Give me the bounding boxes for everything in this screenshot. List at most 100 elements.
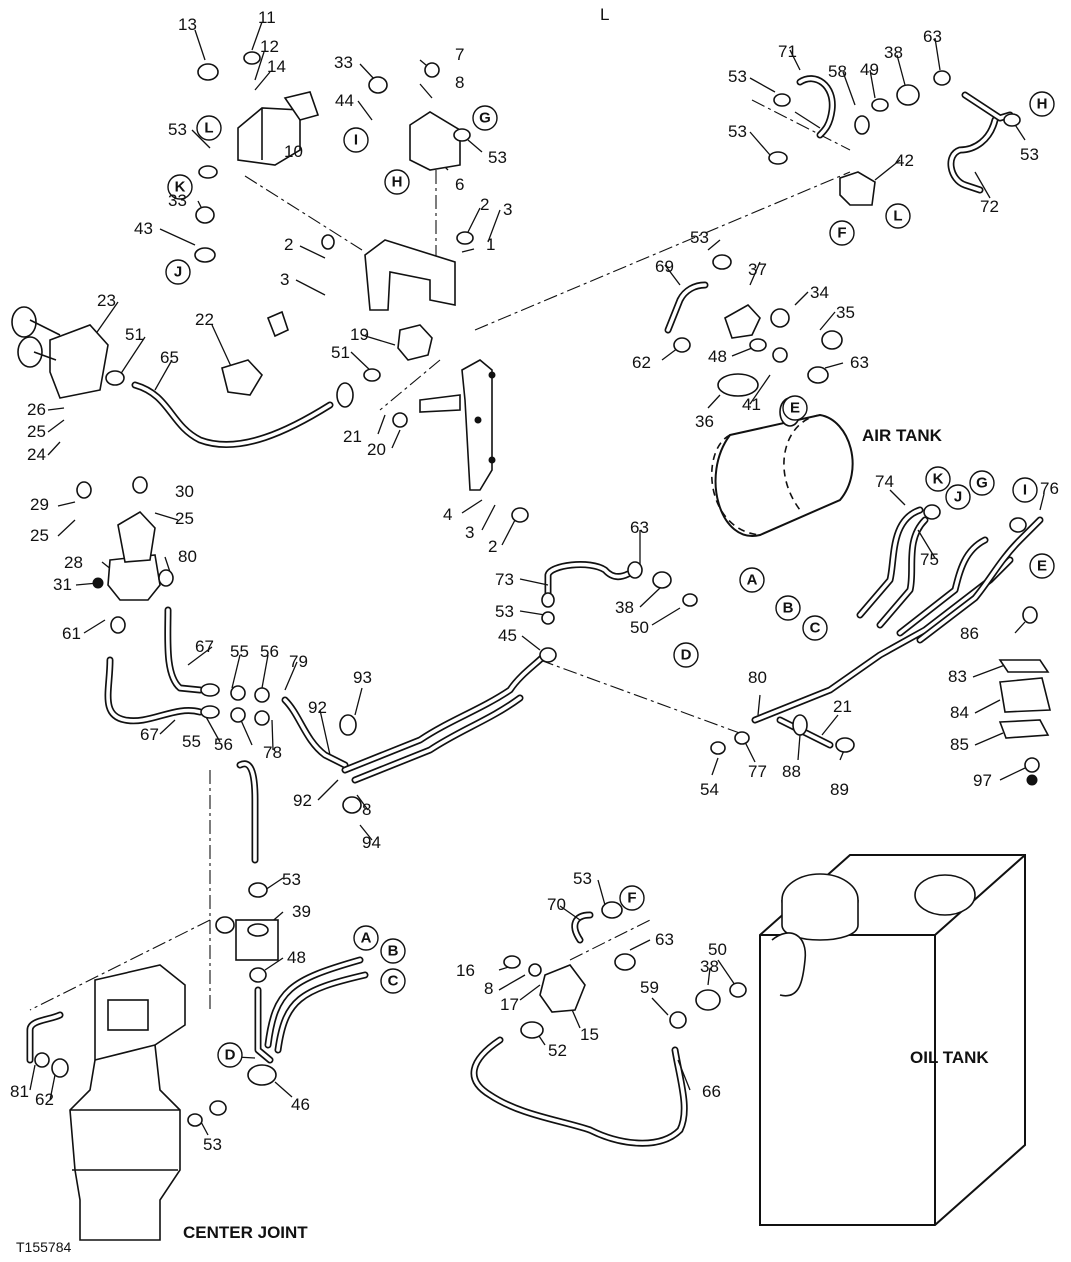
part-number: 22: [195, 310, 214, 329]
callout-b-air-tank-line: B: [775, 595, 801, 621]
part-number: 53: [728, 122, 747, 141]
callout-g-top: G: [472, 105, 498, 131]
part-number: 10: [284, 142, 303, 161]
part-number: 1: [486, 235, 495, 254]
part-number: 94: [362, 833, 381, 852]
callout-h-right: H: [1029, 91, 1055, 117]
part-number: 25: [30, 526, 49, 545]
part-number: 28: [64, 553, 83, 572]
svg-text:I: I: [354, 132, 358, 149]
part-number: 33: [168, 191, 187, 210]
svg-text:H: H: [1037, 96, 1048, 113]
part-number: 92: [293, 791, 312, 810]
part-number: 13: [178, 15, 197, 34]
part-number: 3: [280, 270, 289, 289]
valve-28: [107, 510, 161, 601]
part-number: 51: [331, 343, 350, 362]
callout-h-top: H: [384, 169, 410, 195]
callout-j-right: J: [945, 484, 971, 510]
part-number: 93: [353, 668, 372, 687]
part-number: 67: [140, 725, 159, 744]
part-number: 48: [708, 347, 727, 366]
part-number: 78: [263, 743, 282, 762]
part-number: 25: [27, 422, 46, 441]
part-number: 83: [948, 667, 967, 686]
part-number: 2: [284, 235, 293, 254]
part-number: 59: [640, 978, 659, 997]
air-tank: [710, 397, 854, 537]
part-number: 19: [350, 325, 369, 344]
part-number: 97: [973, 771, 992, 790]
part-number: 51: [125, 325, 144, 344]
part-number: 55: [182, 732, 201, 751]
part-number: 56: [214, 735, 233, 754]
callouts-layer: A B C D E E F F G G H H I I J J K K L L …: [165, 91, 1055, 1068]
part-number: 17: [500, 995, 519, 1014]
part-number: 53: [203, 1135, 222, 1154]
svg-text:E: E: [1037, 558, 1047, 575]
part-number: 41: [742, 395, 761, 414]
part-number: 75: [920, 550, 939, 569]
part-number: 24: [27, 445, 46, 464]
svg-text:J: J: [954, 489, 962, 506]
part-number: 56: [260, 642, 279, 661]
part-number: 79: [289, 652, 308, 671]
callout-d-air-line: D: [673, 642, 699, 668]
callout-b-lower: B: [380, 938, 406, 964]
callout-c-air-tank-line: C: [802, 615, 828, 641]
pipe-lines: [26, 75, 1044, 1147]
part-number: 36: [695, 412, 714, 431]
fittings: [34, 51, 1040, 1127]
part-number: 63: [923, 27, 942, 46]
callout-a-air-tank-line: A: [739, 567, 765, 593]
callout-g-right: G: [969, 470, 995, 496]
callout-e-air-tank: E: [782, 395, 808, 421]
part-number: 76: [1040, 479, 1059, 498]
svg-text:C: C: [388, 973, 399, 990]
air-valve-37: [724, 303, 761, 339]
part-number: 67: [195, 637, 214, 656]
callout-k-top: K: [167, 174, 193, 200]
part-number: 21: [833, 697, 852, 716]
part-number: 39: [292, 902, 311, 921]
part-number: 8: [362, 800, 371, 819]
callout-l-right: L: [885, 203, 911, 229]
svg-text:F: F: [837, 225, 846, 242]
part-number: 3: [503, 200, 512, 219]
part-number: 34: [810, 283, 829, 302]
part-number: 89: [830, 780, 849, 799]
block-42: [839, 171, 876, 206]
svg-text:K: K: [933, 471, 944, 488]
part-number: 11: [258, 8, 276, 27]
part-number: 12: [260, 37, 279, 56]
svg-text:K: K: [175, 179, 186, 196]
part-number: 63: [630, 518, 649, 537]
part-number: 20: [367, 440, 386, 459]
oil-tank-label: OIL TANK: [910, 1048, 989, 1067]
part-number: 73: [495, 570, 514, 589]
part-number: 38: [884, 43, 903, 62]
part-number: 54: [700, 780, 719, 799]
part-number: 53: [282, 870, 301, 889]
callout-f-lower: F: [619, 885, 645, 911]
svg-text:A: A: [361, 930, 372, 947]
part-number: 38: [700, 957, 719, 976]
components: [11, 51, 1052, 1241]
part-number: 74: [875, 472, 894, 491]
svg-text:L: L: [893, 208, 902, 225]
part-number: 63: [655, 930, 674, 949]
part-number: 6: [455, 175, 464, 194]
part-number: 53: [488, 148, 507, 167]
part-number: 77: [748, 762, 767, 781]
part-number: 2: [488, 537, 497, 556]
part-number: 92: [308, 698, 327, 717]
part-number-labels: 13 11 12 14 33 44 7 8 53 L 10 53 6 43 33…: [10, 5, 1059, 1154]
part-number: 80: [178, 547, 197, 566]
part-number: 8: [455, 73, 464, 92]
part-number: 42: [895, 151, 914, 170]
part-number: 21: [343, 427, 362, 446]
svg-text:J: J: [174, 264, 182, 281]
callout-i-top: I: [343, 127, 369, 153]
bracket-plates: [364, 239, 493, 491]
